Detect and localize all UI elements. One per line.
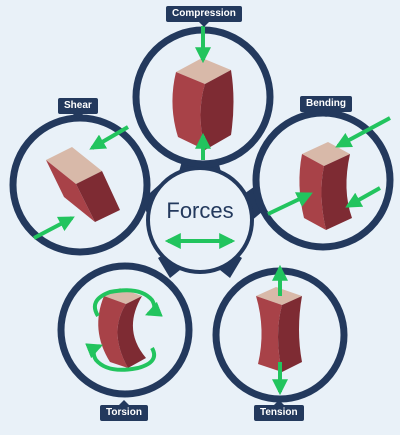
bending-node — [252, 109, 394, 251]
torsion-block-icon — [85, 288, 163, 372]
bending-block-icon — [267, 116, 391, 230]
compression-node — [132, 26, 274, 168]
label-torsion: Torsion — [100, 400, 148, 421]
tension-block-icon — [256, 264, 302, 396]
center-node — [146, 166, 254, 274]
shear-node — [9, 114, 151, 256]
center-title: Forces — [166, 198, 234, 223]
shear-block-icon — [33, 125, 130, 240]
label-bending: Bending — [300, 96, 352, 117]
tension-node — [212, 264, 348, 403]
compression-block-icon — [172, 26, 234, 160]
torsion-node — [57, 262, 193, 398]
label-compression: Compression — [166, 6, 242, 27]
label-tension: Tension — [254, 400, 304, 421]
label-shear: Shear — [58, 98, 98, 119]
